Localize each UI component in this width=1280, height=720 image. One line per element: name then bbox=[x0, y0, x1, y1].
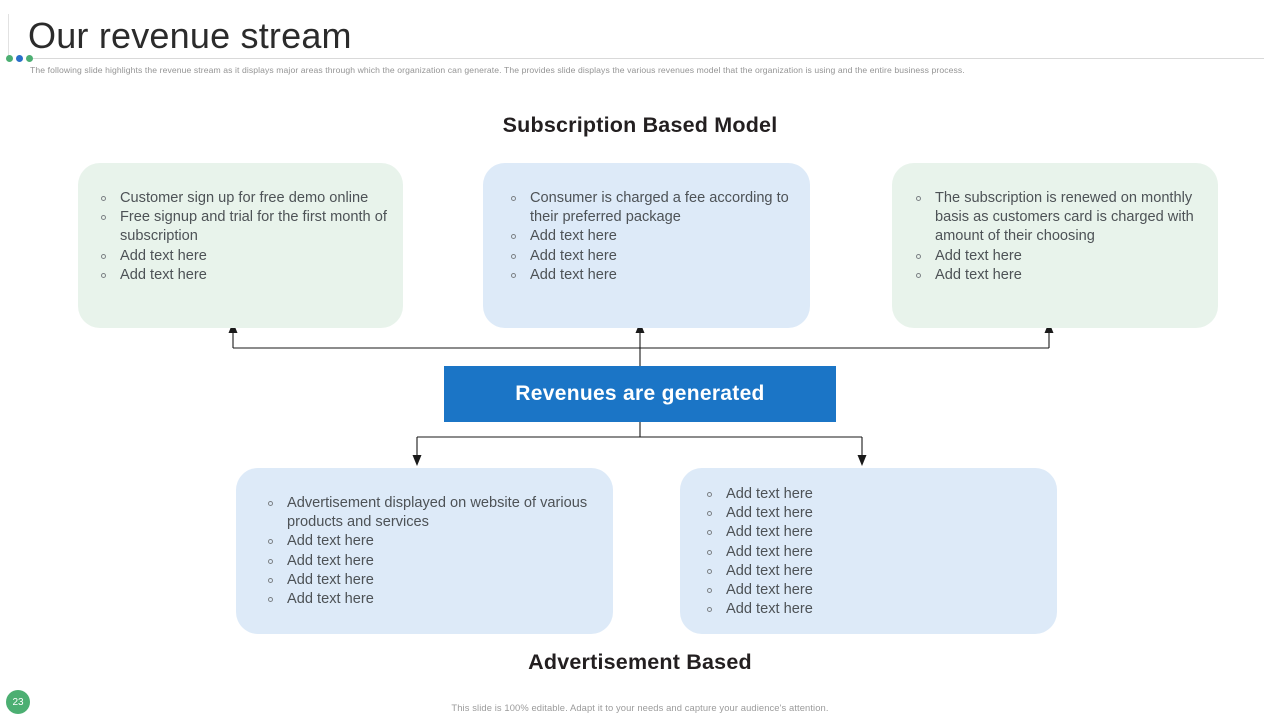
header-divider bbox=[28, 58, 1264, 59]
page-number-badge: 23 bbox=[6, 690, 30, 714]
bullet-item: Add text here bbox=[98, 266, 403, 285]
bullet-item: Add text here bbox=[913, 247, 1218, 266]
bullet-item: Add text here bbox=[913, 266, 1218, 285]
left-accent-bar bbox=[8, 14, 9, 60]
bullet-item: Add text here bbox=[704, 581, 1057, 600]
bullet-item: Add text here bbox=[98, 247, 403, 266]
bullet-item: Add text here bbox=[704, 485, 1057, 504]
bullet-item: Add text here bbox=[508, 266, 810, 285]
card-top-center[interactable]: Consumer is charged a fee according to t… bbox=[483, 163, 810, 328]
page-title: Our revenue stream bbox=[28, 15, 352, 56]
bullet-item: Free signup and trial for the first mont… bbox=[98, 208, 403, 246]
dot-blue bbox=[16, 55, 23, 62]
footer-note: This slide is 100% editable. Adapt it to… bbox=[451, 702, 829, 713]
bullet-list-bottom-left: Advertisement displayed on website of va… bbox=[236, 468, 613, 609]
dot-group bbox=[6, 55, 33, 62]
section-heading-subscription: Subscription Based Model bbox=[502, 113, 778, 137]
bullet-item: Consumer is charged a fee according to t… bbox=[508, 189, 810, 227]
bullet-item: Add text here bbox=[508, 247, 810, 266]
bullet-item: Add text here bbox=[265, 552, 613, 571]
bullet-item: Add text here bbox=[704, 562, 1057, 581]
bullet-item: Advertisement displayed on website of va… bbox=[265, 494, 613, 532]
card-bottom-left[interactable]: Advertisement displayed on website of va… bbox=[236, 468, 613, 634]
bullet-item: Add text here bbox=[265, 571, 613, 590]
bullet-item: Add text here bbox=[265, 590, 613, 609]
bullet-list-top-right: The subscription is renewed on monthly b… bbox=[892, 163, 1218, 285]
arrow-down-right bbox=[857, 455, 867, 466]
bullet-item: Add text here bbox=[508, 227, 810, 246]
revenue-banner-label: Revenues are generated bbox=[515, 382, 765, 405]
bullet-item: Add text here bbox=[704, 523, 1057, 542]
bullet-item: Add text here bbox=[704, 600, 1057, 619]
bullet-item: The subscription is renewed on monthly b… bbox=[913, 189, 1218, 247]
card-top-right[interactable]: The subscription is renewed on monthly b… bbox=[892, 163, 1218, 328]
revenue-banner[interactable]: Revenues are generated bbox=[444, 366, 836, 422]
bullet-item: Add text here bbox=[704, 504, 1057, 523]
arrow-down-left bbox=[412, 455, 422, 466]
bullet-list-top-center: Consumer is charged a fee according to t… bbox=[483, 163, 810, 285]
bullet-item: Add text here bbox=[704, 543, 1057, 562]
slide-subtitle: The following slide highlights the reven… bbox=[30, 65, 965, 75]
dot-green-2 bbox=[26, 55, 33, 62]
bullet-item: Customer sign up for free demo online bbox=[98, 189, 403, 208]
section-heading-advertisement: Advertisement Based bbox=[528, 650, 752, 674]
dot-green-1 bbox=[6, 55, 13, 62]
bullet-item: Add text here bbox=[265, 532, 613, 551]
